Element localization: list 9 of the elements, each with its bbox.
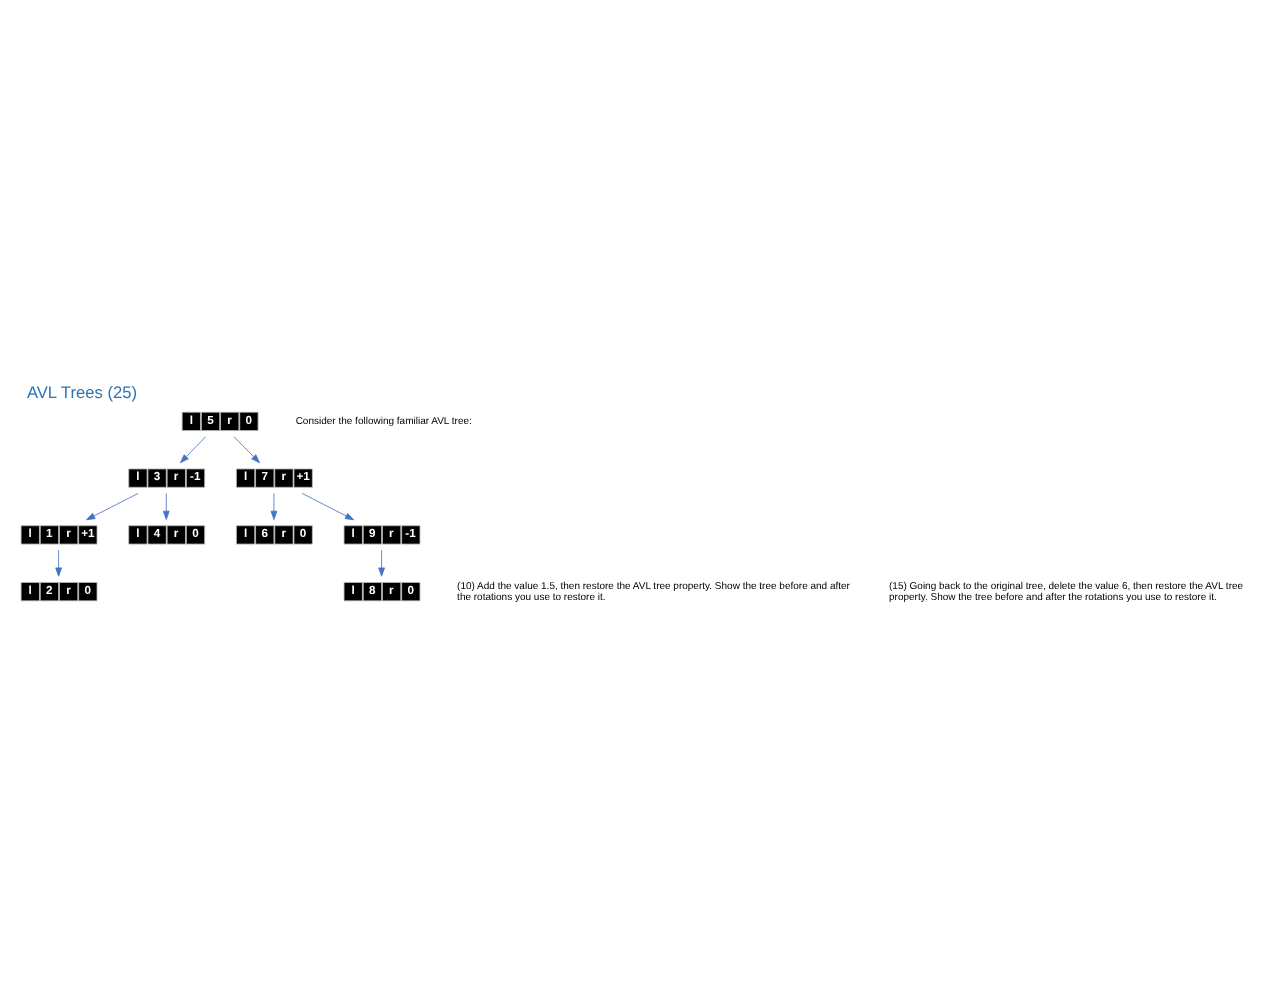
arrow [180, 436, 207, 464]
arrow [162, 493, 170, 520]
arrow [378, 549, 385, 577]
arrow [270, 493, 278, 520]
arrow [55, 549, 62, 577]
arrow [233, 436, 260, 464]
diagram-title: AVL Trees (25) [26, 382, 138, 403]
arrow [86, 492, 139, 521]
arrow [301, 492, 355, 521]
